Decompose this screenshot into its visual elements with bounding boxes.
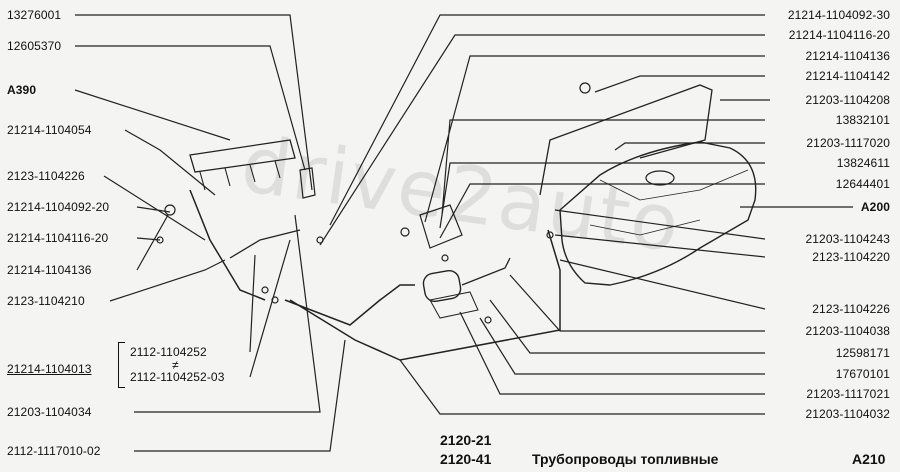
label-2112-1117010-02: 2112-1117010-02 [7, 444, 101, 458]
label-13276001: 13276001 [7, 8, 62, 22]
label-13824611: 13824611 [836, 156, 890, 170]
page-title: Трубопроводы топливные [532, 451, 719, 467]
label-2123-1104226-right: 2123-1104226 [812, 302, 890, 316]
label-21214-1104136-right: 21214-1104136 [805, 49, 890, 63]
label-21214-1104054: 21214-1104054 [7, 123, 92, 137]
label-a390: A390 [7, 83, 37, 97]
fuel-rail [189, 139, 296, 173]
vent-line [539, 84, 713, 196]
label-21203-1104243: 21203-1104243 [805, 232, 890, 246]
label-21214-1104116-20-right: 21214-1104116-20 [788, 28, 890, 42]
label-2112-1104252: 2112-1104252 [130, 345, 207, 359]
label-21214-1104013: 21214-1104013 [7, 362, 92, 376]
label-12598171: 12598171 [835, 346, 890, 360]
label-21203-1104032: 21203-1104032 [805, 407, 890, 421]
label-a200: A200 [860, 200, 890, 214]
label-21203-1104208: 21203-1104208 [805, 93, 890, 107]
label-21214-1104142: 21214-1104142 [805, 69, 890, 83]
fuel-filter [422, 269, 462, 303]
filter-bracket [429, 291, 479, 319]
label-21214-1104116-20: 21214-1104116-20 [7, 231, 109, 245]
fuel-line-main [289, 229, 561, 361]
page-number: A210 [852, 451, 886, 467]
label-17670101: 17670101 [835, 367, 890, 381]
label-21203-1117021: 21203-1117021 [806, 387, 890, 401]
not-equal-symbol: ≠ [172, 358, 179, 372]
label-2123-1104226: 2123-1104226 [7, 169, 85, 183]
fuel-tank [559, 141, 757, 286]
model-code-1: 2120-21 [440, 432, 492, 448]
fuel-tank-neck [645, 170, 675, 186]
label-2112-1104252-03: 2112-1104252-03 [130, 370, 225, 384]
label-2123-1104210: 2123-1104210 [7, 294, 85, 308]
label-21203-1104034: 21203-1104034 [7, 405, 92, 419]
label-12644401: 12644401 [835, 177, 890, 191]
label-2123-1104220: 2123-1104220 [812, 250, 890, 264]
label-21214-1104092-20: 21214-1104092-20 [7, 200, 110, 214]
label-21214-1104092-30: 21214-1104092-30 [787, 8, 890, 22]
fuel-line-return [284, 284, 415, 326]
label-13832101: 13832101 [835, 113, 890, 127]
label-21203-1104038: 21203-1104038 [805, 324, 890, 338]
label-21214-1104136: 21214-1104136 [7, 263, 92, 277]
label-12605370: 12605370 [7, 39, 62, 53]
fuel-pump-module [419, 204, 463, 249]
pressure-regulator [299, 167, 316, 199]
label-21203-1117020: 21203-1117020 [806, 136, 890, 150]
model-code-2: 2120-41 [440, 451, 492, 467]
variant-bracket [118, 342, 249, 388]
